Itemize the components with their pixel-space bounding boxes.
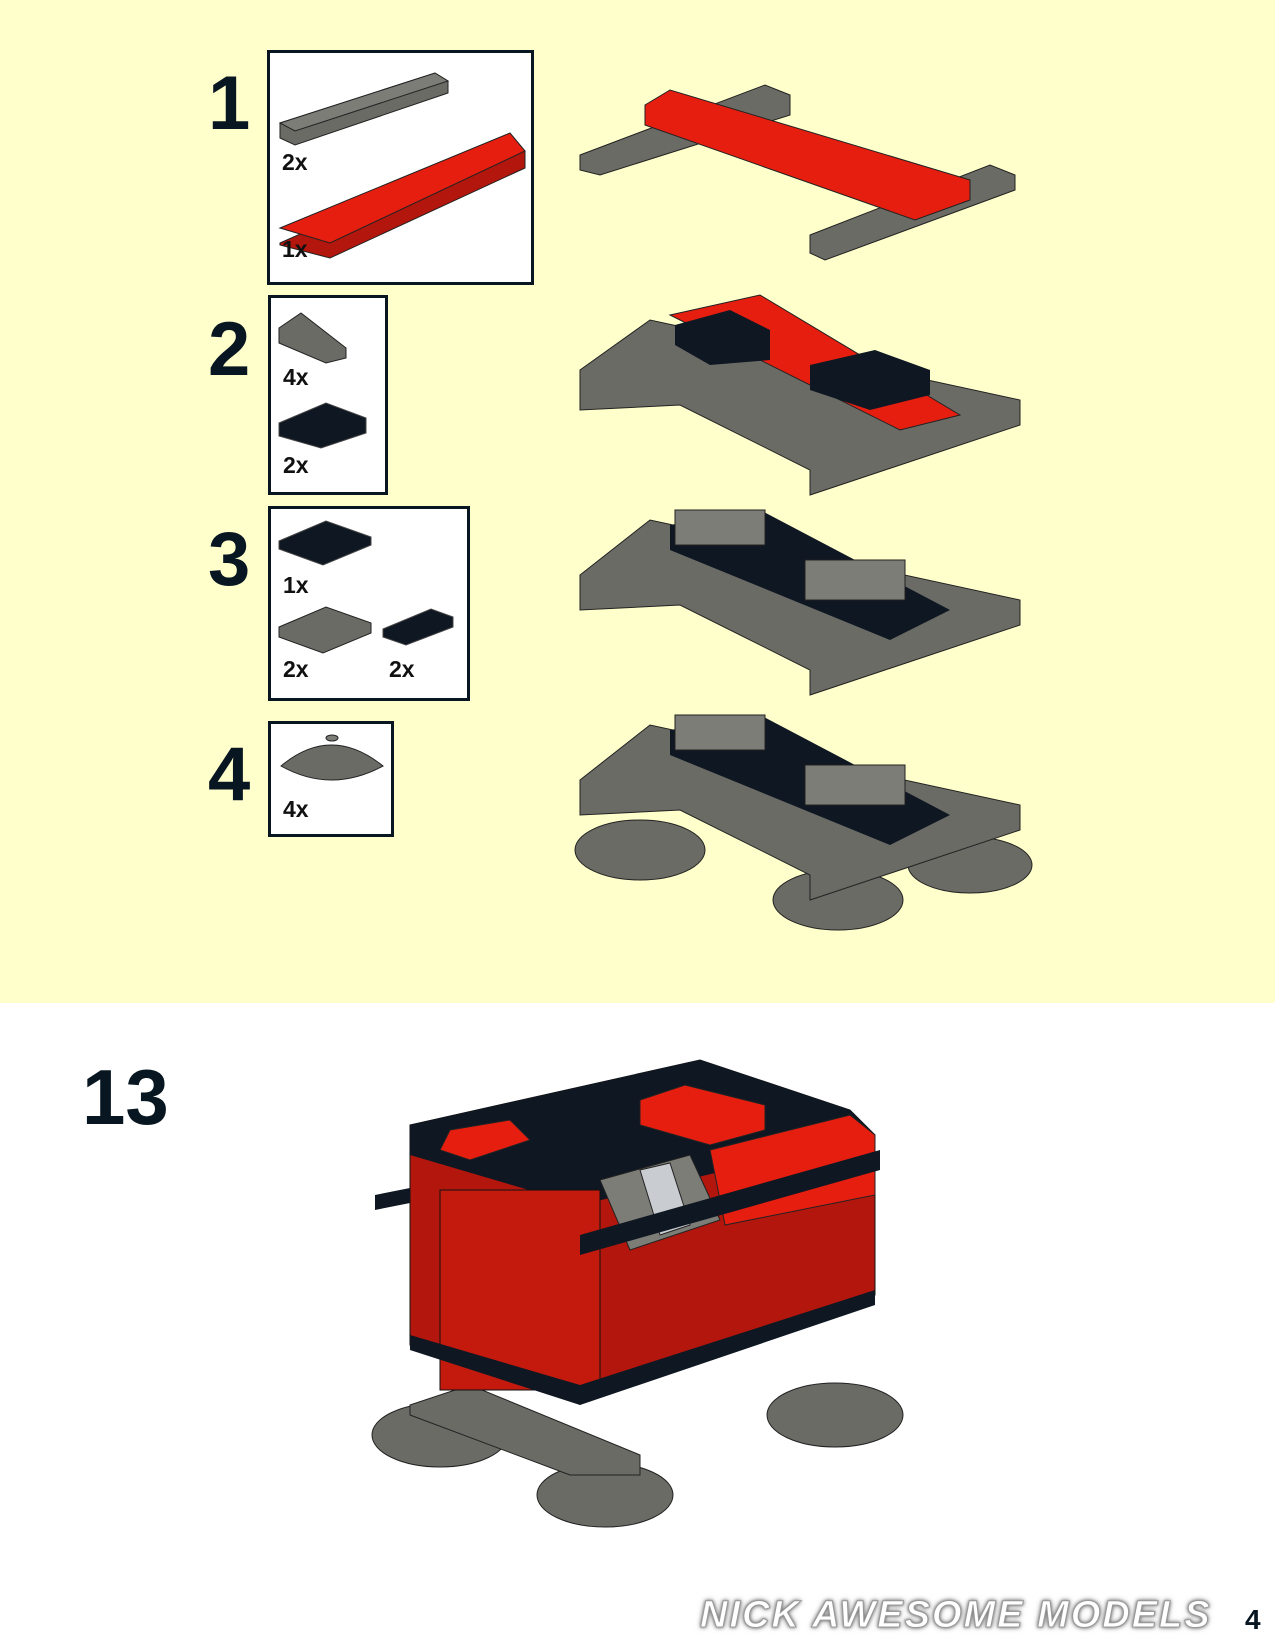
substep-number: 4	[208, 732, 251, 817]
parts-list-box: 4x 2x	[268, 295, 388, 495]
build-2-illustration	[579, 294, 1021, 496]
main-step-number: 13	[82, 1053, 169, 1141]
substep-number: 1	[208, 61, 251, 146]
main-build-illustration	[371, 1059, 904, 1528]
part-quantity: 2x	[283, 452, 309, 478]
parts-list-box: 4x	[268, 721, 394, 837]
slope-and-plate-icon	[278, 312, 367, 449]
build-3-illustration	[579, 509, 1021, 696]
part-quantity: 2x	[282, 149, 308, 175]
substep-number: 3	[208, 517, 251, 602]
part-quantity: 2x	[389, 656, 415, 682]
part-quantity: 4x	[283, 796, 309, 822]
part-quantity: 1x	[283, 572, 309, 598]
substep-number: 2	[208, 307, 251, 392]
build-1-illustration	[579, 84, 1016, 261]
part-quantity: 4x	[283, 364, 309, 390]
brand-logo: NICK AWESOME MODELS	[700, 1594, 1212, 1637]
gray-plate-1x6-icon	[278, 72, 526, 259]
substep-build-illustrations	[574, 84, 1033, 931]
dish-icon	[280, 734, 384, 781]
build-4-illustration	[574, 714, 1033, 931]
page-number: 4	[1245, 1604, 1261, 1635]
parts-list-box: 1x 2x 2x	[268, 506, 470, 701]
tiles-icon	[278, 520, 454, 654]
part-quantity: 2x	[283, 656, 309, 682]
parts-list-box: 2x 1x	[267, 50, 534, 285]
part-quantity: 1x	[282, 236, 308, 262]
